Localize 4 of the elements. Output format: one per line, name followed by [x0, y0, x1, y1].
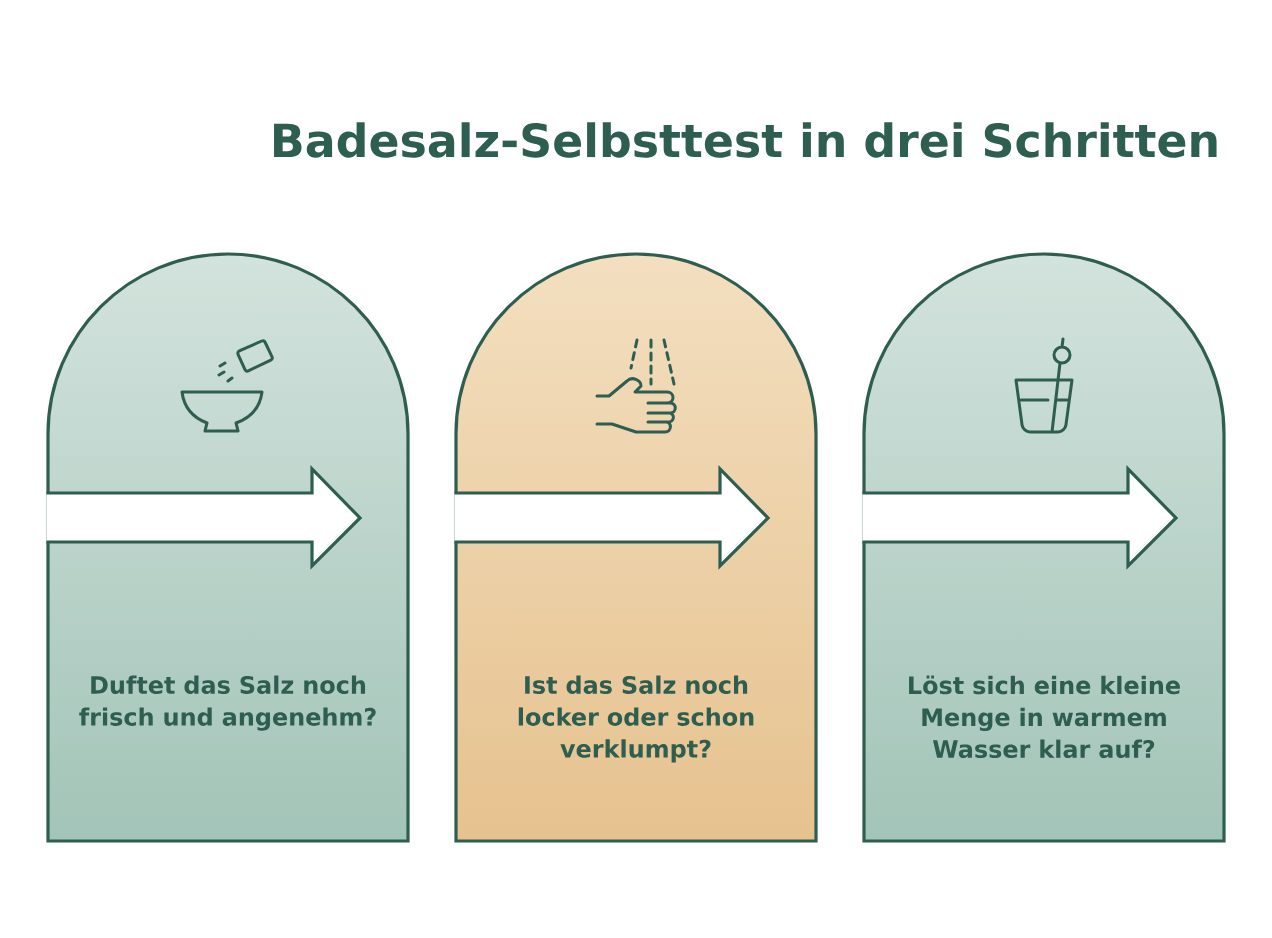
arch-card: Duftet das Salz noch frisch und angenehm?	[46, 252, 410, 843]
arch-card: Ist das Salz noch locker oder schon verklumpt?	[454, 252, 818, 843]
title: Badesalz-Selbsttest in drei Schritten	[274, 122, 1217, 158]
arch-card: Löst sich eine kleine Menge in warmem Wasser klar auf?	[862, 252, 1226, 843]
